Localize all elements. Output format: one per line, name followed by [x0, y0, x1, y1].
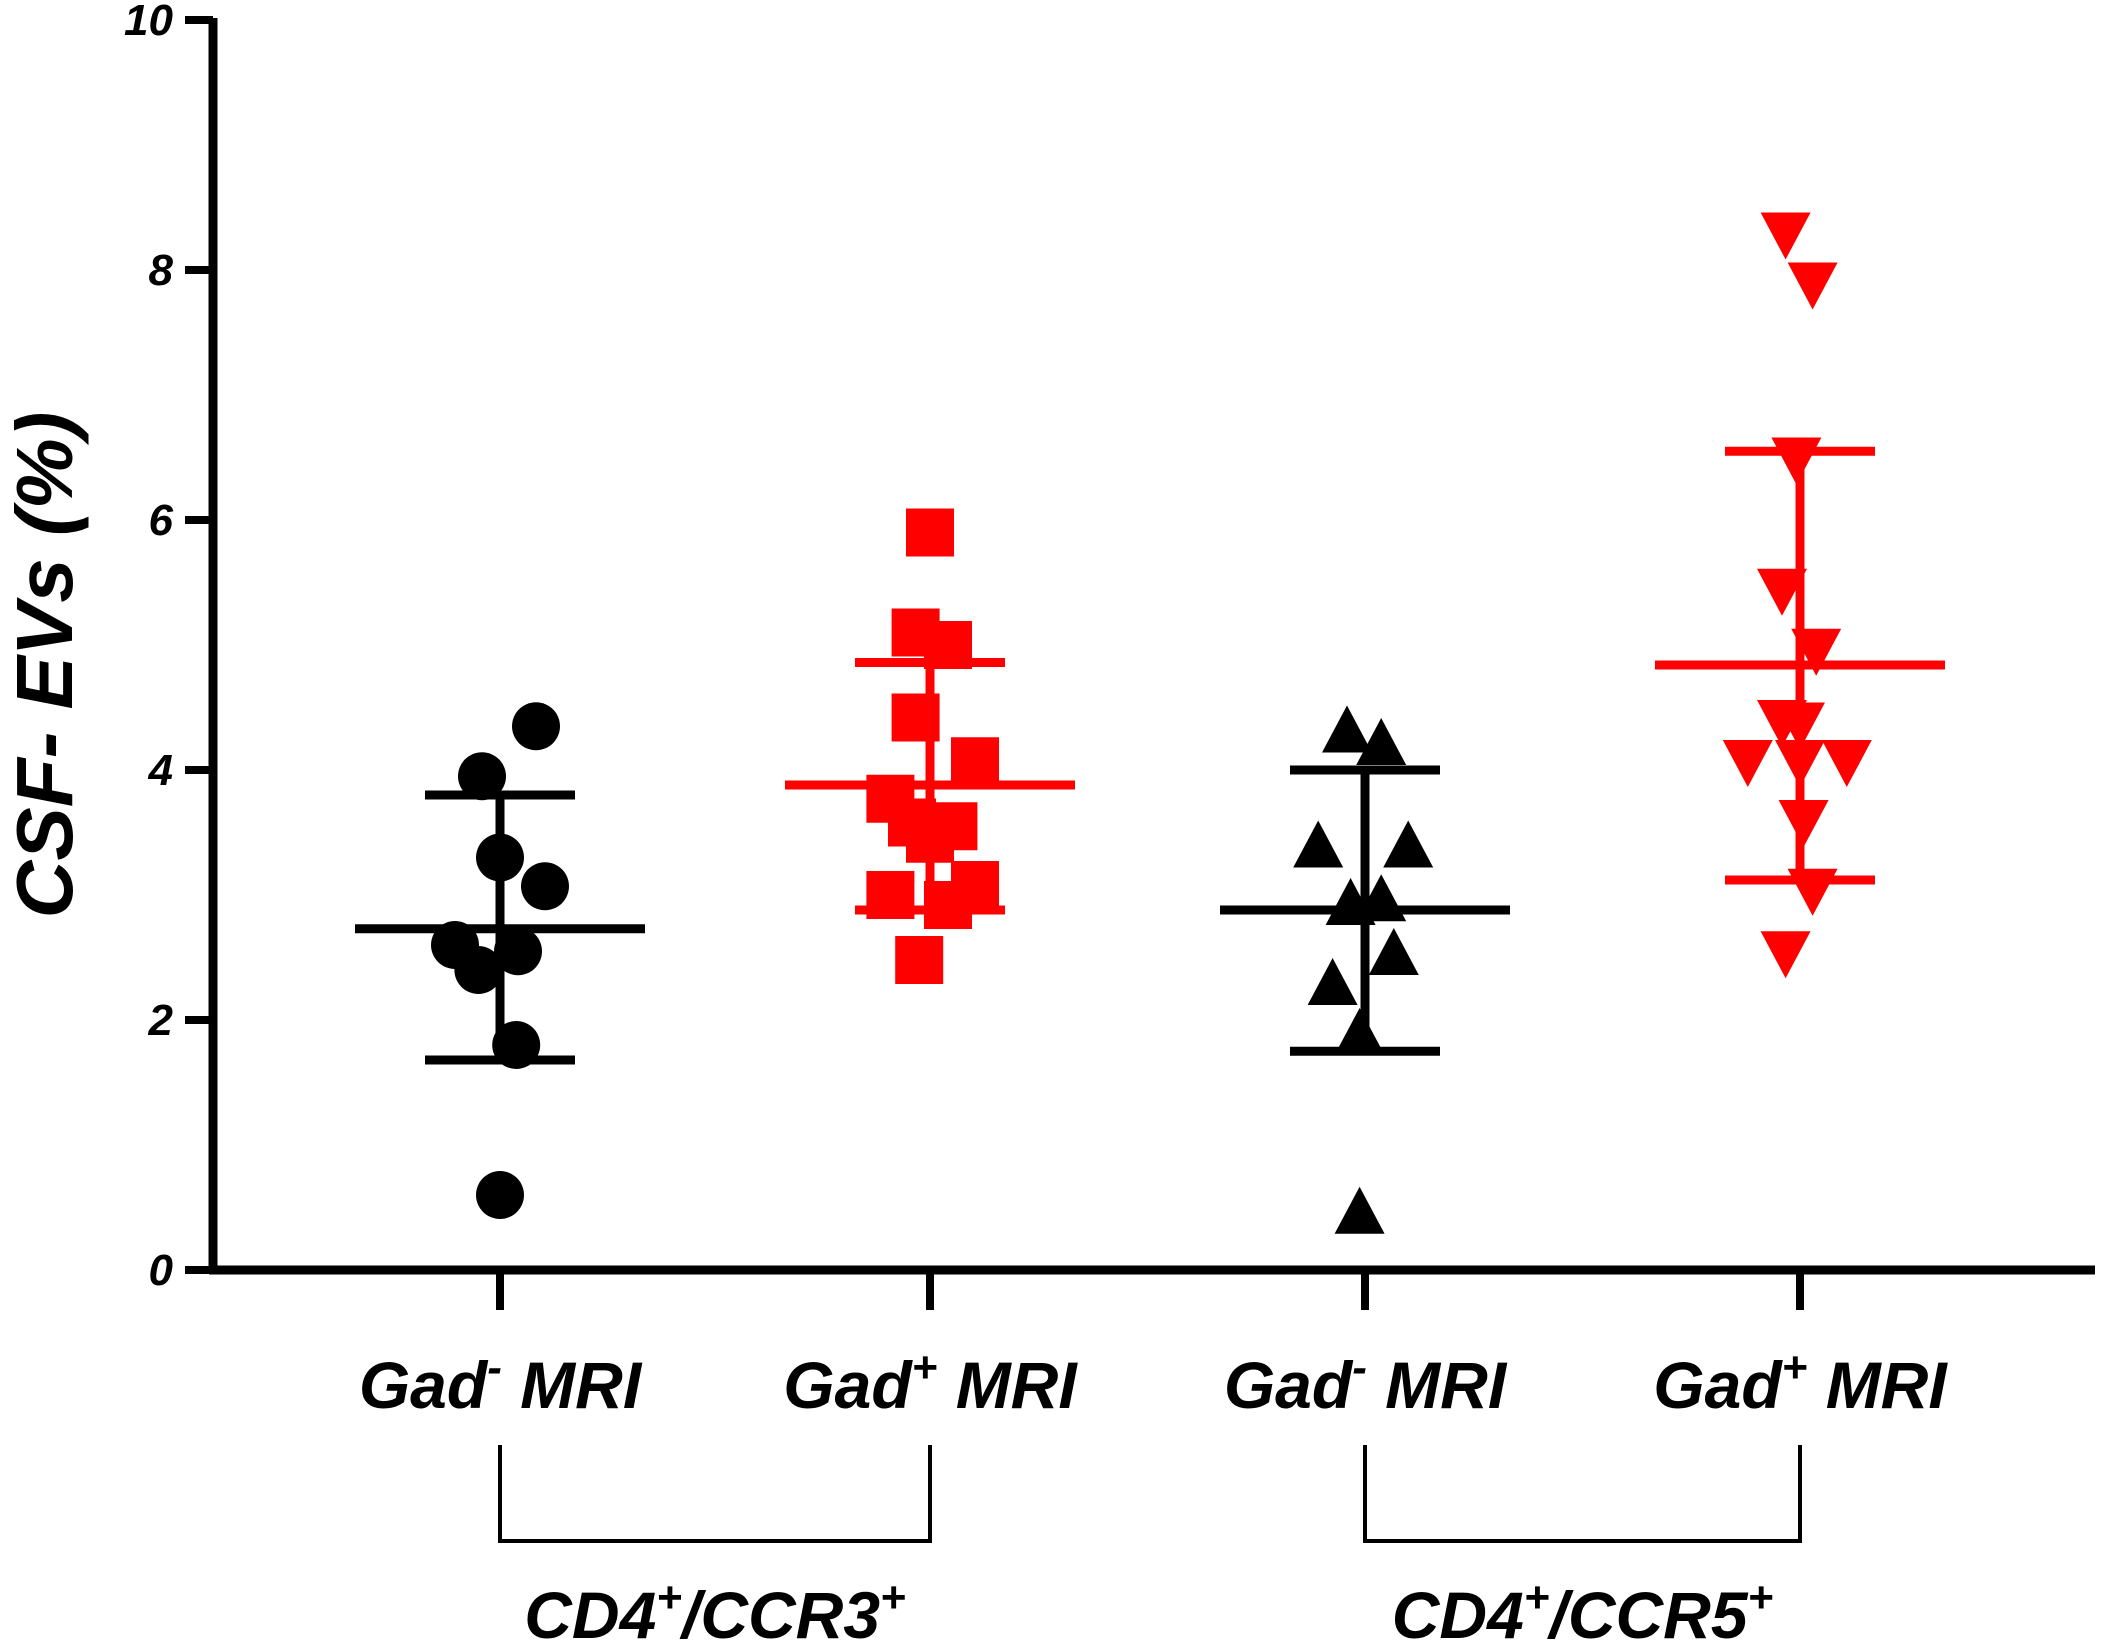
data-point: [1334, 1008, 1385, 1055]
group-label: CD4+/CCR5+: [1392, 1573, 1774, 1649]
x-tick-label: Gad+ MRI: [1653, 1343, 1948, 1422]
x-tick-label: Gad- MRI: [1224, 1343, 1508, 1422]
y-tick-label: 0: [149, 1246, 174, 1295]
data-point: [1760, 931, 1811, 979]
data-point: [1322, 705, 1372, 753]
y-tick-label: 8: [149, 246, 174, 295]
data-point: [476, 1171, 524, 1219]
x-tick-label: Gad+ MRI: [783, 1343, 1078, 1422]
data-point: [454, 946, 503, 994]
group-bracket: [1363, 1445, 1802, 1543]
data-point: [1760, 212, 1811, 260]
data-point: [929, 802, 978, 851]
x-tick-label: Gad- MRI: [359, 1343, 643, 1422]
y-tick-label: 4: [148, 746, 173, 795]
data-point: [951, 737, 999, 786]
data-point: [512, 702, 560, 751]
data-point: [1368, 928, 1419, 975]
data-point: [1757, 568, 1807, 616]
data-point: [1383, 820, 1434, 868]
data-point: [1821, 740, 1872, 787]
data-point: [1356, 718, 1407, 765]
data-point: [1787, 262, 1838, 310]
data-point: [458, 752, 506, 801]
data-point: [895, 936, 944, 984]
data-point: [1334, 1186, 1385, 1234]
data-point: [1307, 958, 1358, 1005]
data-point: [1722, 740, 1773, 787]
group-bracket: [498, 1445, 932, 1543]
y-axis-title: CSF- EVs (%): [0, 412, 89, 919]
data-point: [906, 508, 954, 557]
y-tick-label: 6: [149, 496, 174, 545]
group-label: CD4+/CCR3+: [524, 1573, 906, 1649]
data-point: [521, 862, 569, 911]
data-point: [951, 861, 999, 909]
data-point: [1293, 820, 1344, 868]
y-tick-label: 10: [124, 0, 173, 45]
y-tick-label: 2: [148, 996, 174, 1045]
data-point: [494, 927, 542, 976]
